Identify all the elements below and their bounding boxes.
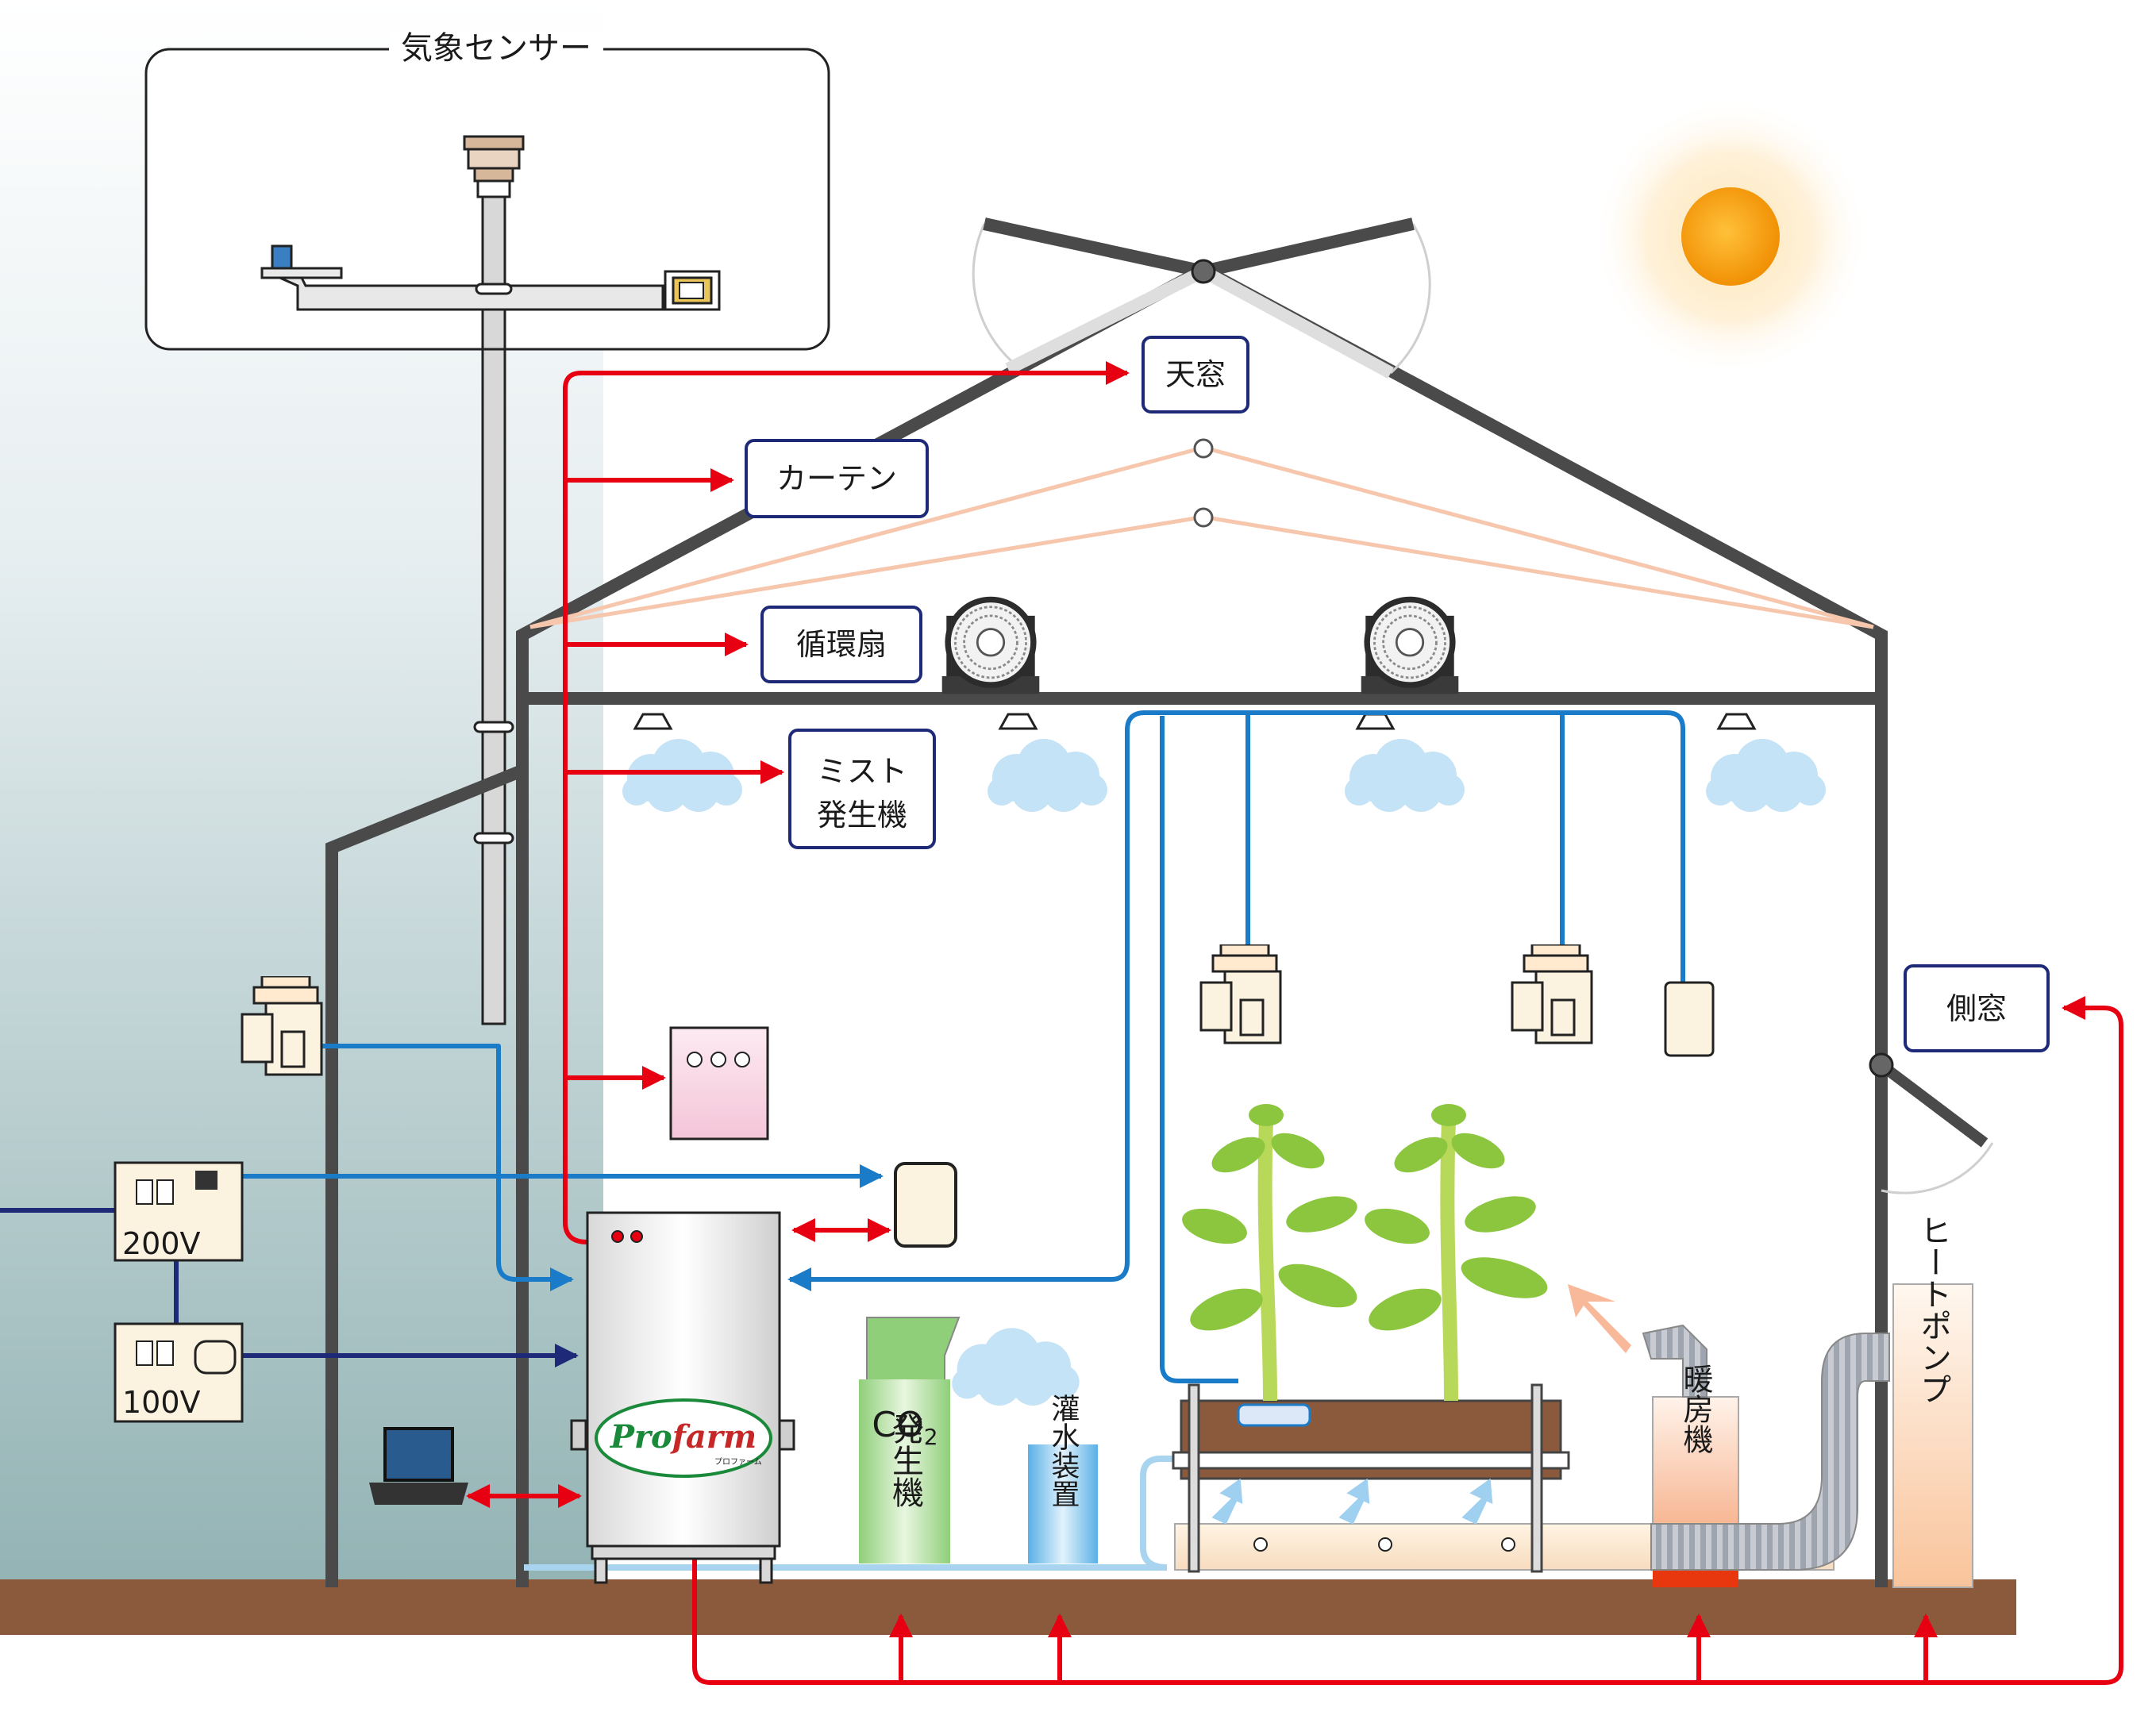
outdoor-sensor-icon (241, 976, 323, 1076)
panel-100v: 100V (114, 1322, 244, 1423)
svg-text:側窓: 側窓 (1946, 991, 2007, 1026)
sensor-mast (473, 348, 514, 1025)
panel-200v-label: 200V (122, 1226, 201, 1261)
mist-cloud-icon (988, 739, 1107, 812)
skylight-window (972, 217, 1431, 379)
profarm-controller[interactable]: Profarm プロファーム (570, 1211, 795, 1584)
irrigation-label: 灌水装置 (1047, 1394, 1080, 1508)
curtain-lines (529, 438, 1874, 629)
svg-text:ミスト: ミスト (817, 754, 907, 789)
label-side-window: 側窓 (1904, 964, 2050, 1052)
sensor-lines (216, 710, 1685, 1383)
control-lines (466, 361, 2123, 1685)
mist-cloud-icon (622, 739, 742, 812)
weather-sensor-panel: 気象センサー (144, 30, 830, 1025)
actuator-device-icon (894, 1162, 957, 1248)
co2-label: CO2 (872, 1405, 937, 1450)
tomato-plant-icon (1365, 1104, 1548, 1402)
co2-label-rest: 発生機 (887, 1413, 923, 1508)
label-mist-generator: ミスト 発生機 (788, 729, 936, 849)
circulation-fan-icon (942, 599, 1040, 694)
heat-pump-label: ヒートポンプ (1915, 1214, 1951, 1405)
sun-icon (1592, 98, 1869, 375)
mist-cloud-icon (1706, 739, 1826, 812)
panel-200v: 200V (114, 1161, 244, 1262)
control-box-icon (669, 1026, 769, 1140)
mist-cloud-icon (1345, 739, 1465, 812)
svg-text:循環扇: 循環扇 (796, 627, 887, 662)
weather-sensor-title: 気象センサー (401, 30, 591, 67)
label-skylight: 天窓 (1142, 336, 1249, 413)
irrigation-pipes (524, 1456, 1548, 1571)
rain-sensor-icon (260, 244, 343, 279)
heater-label: 暖房機 (1678, 1364, 1713, 1454)
solar-sensor-icon (664, 270, 721, 311)
anemometer-icon (463, 135, 525, 198)
profarm-logo-part-a: Pro (610, 1418, 672, 1456)
indoor-sensor-small-icon (1664, 981, 1715, 1057)
svg-text:発生機: 発生機 (817, 798, 907, 833)
side-window (1869, 1052, 1994, 1194)
profarm-logo-part-b: farm (670, 1418, 757, 1456)
tomato-plant-icon (1182, 1104, 1357, 1402)
svg-text:天窓: 天窓 (1165, 357, 1226, 392)
indoor-sensor-icon (1511, 944, 1593, 1044)
svg-text:カーテン: カーテン (776, 461, 897, 496)
power-lines (0, 1208, 579, 1367)
indoor-sensor-icon (1199, 944, 1282, 1044)
warm-air-arrow (1568, 1284, 1631, 1353)
profarm-logo-text: Profarm (610, 1418, 757, 1456)
laptop-icon[interactable] (369, 1427, 468, 1505)
co2-generator: CO2 発生機 (859, 1317, 1080, 1564)
heat-pump: ヒートポンプ (1892, 1214, 1973, 1588)
mist-nozzles (633, 713, 1757, 730)
profarm-logo-sub: プロファーム (714, 1457, 762, 1467)
irrigation-device: 灌水装置 (1028, 1394, 1098, 1564)
heat-pump-duct (1650, 1333, 1890, 1571)
label-circulation-fan: 循環扇 (760, 606, 922, 683)
circulation-fan-icon (1361, 599, 1459, 694)
ground (0, 1579, 2016, 1635)
panel-100v-label: 100V (122, 1385, 201, 1420)
label-curtain: カーテン (745, 439, 929, 518)
